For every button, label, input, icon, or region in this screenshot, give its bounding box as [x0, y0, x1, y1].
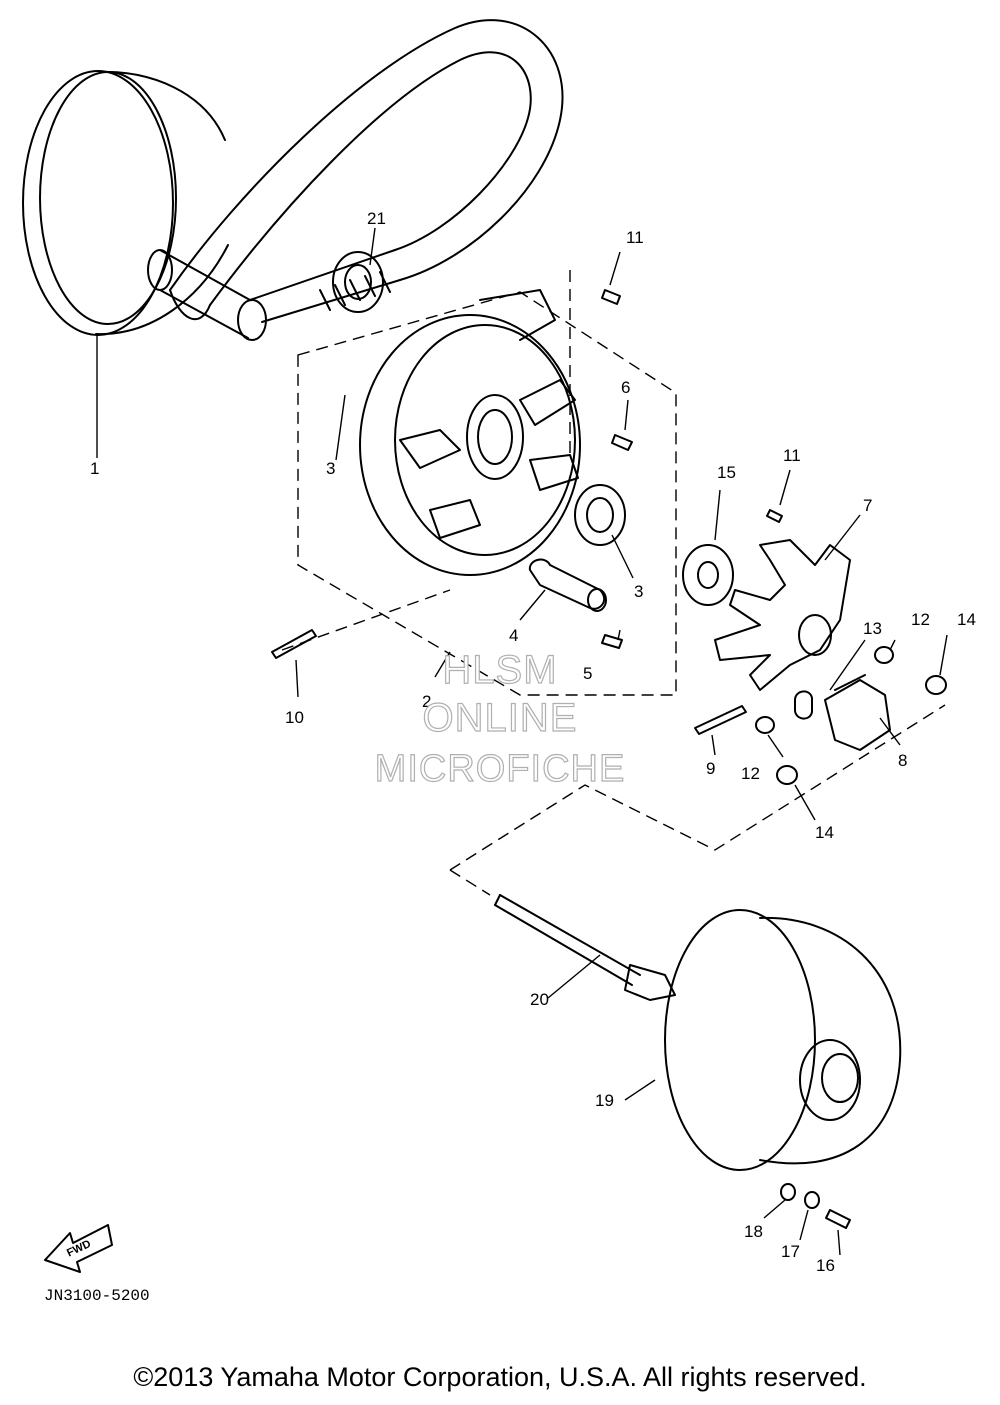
slider-drawing — [528, 558, 607, 612]
watermark-line-3: MICROFICHE — [374, 747, 626, 790]
primary-sheave-drawing — [22, 70, 267, 341]
callout-20: 20 — [530, 990, 549, 1009]
bolt-drawing — [494, 894, 676, 1001]
callout-leader-lines — [96, 227, 948, 1256]
callout-13: 13 — [863, 619, 882, 638]
fwd-arrow-icon — [44, 1224, 113, 1273]
callout-8: 8 — [898, 751, 907, 770]
callout-21: 21 — [367, 209, 386, 228]
watermark-line-2: ONLINE — [422, 695, 578, 740]
callout-7: 7 — [863, 496, 872, 515]
part-code: JN3100-5200 — [44, 1287, 150, 1305]
callout-14-top: 14 — [957, 610, 976, 629]
callout-12-top: 12 — [911, 610, 930, 629]
callout-11-right: 11 — [783, 446, 801, 465]
callout-2: 2 — [422, 692, 431, 711]
callout-4: 4 — [509, 626, 518, 645]
callout-3-right: 3 — [634, 582, 643, 601]
small-hardware-drawings — [271, 289, 947, 785]
callout-15: 15 — [717, 463, 736, 482]
washer-drawing — [682, 544, 734, 606]
callout-1: 1 — [90, 459, 99, 478]
assembly-dashed-outlines — [281, 270, 946, 896]
watermark-line-1: HLSM — [442, 647, 558, 692]
callout-18: 18 — [744, 1222, 763, 1241]
callout-12-bottom: 12 — [741, 764, 760, 783]
callout-3-left: 3 — [326, 459, 335, 478]
callout-5: 5 — [583, 664, 592, 683]
roller-weight-drawing — [824, 674, 891, 751]
callout-16: 16 — [816, 1256, 835, 1275]
callout-9: 9 — [706, 759, 715, 778]
callout-17: 17 — [781, 1242, 800, 1261]
callout-labels: 1 2 3 3 4 5 6 7 8 9 10 11 11 12 12 13 14… — [90, 209, 976, 1275]
spider-drawing — [714, 539, 851, 691]
callout-6: 6 — [621, 378, 630, 397]
callout-10: 10 — [285, 708, 304, 727]
callout-11-top: 11 — [626, 228, 644, 247]
copyright-notice: ©2013 Yamaha Motor Corporation, U.S.A. A… — [133, 1362, 867, 1392]
callout-14-bottom: 14 — [815, 823, 834, 842]
drive-belt-drawing — [169, 19, 564, 323]
cover-drawing — [664, 909, 902, 1171]
screw-washer-drawings — [780, 1183, 851, 1229]
callout-19: 19 — [595, 1091, 614, 1110]
movable-sheave-drawing — [359, 289, 581, 576]
oil-seal-drawings — [332, 251, 626, 546]
